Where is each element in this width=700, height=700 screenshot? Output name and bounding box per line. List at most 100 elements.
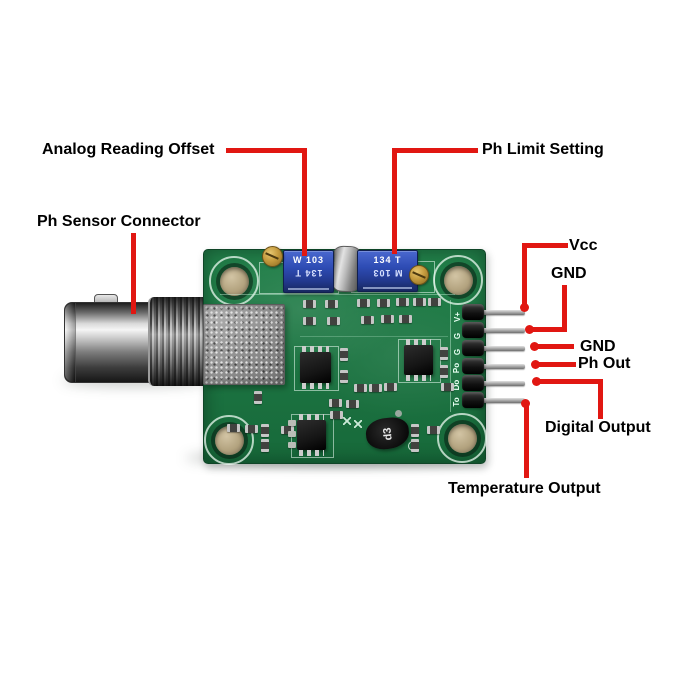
smd-component [441,383,454,391]
smd-component [227,424,240,432]
silkscreen-x-mark [343,417,351,425]
mounting-hole-core [219,266,249,296]
diode-marking: d3 [380,426,395,441]
smd-component [245,425,258,433]
callout-dot [530,342,539,351]
mounting-hole-core [447,423,477,453]
smd-component [396,298,409,306]
pot-marking: 134 T [373,255,402,265]
smd-component [357,299,370,307]
header-pin-gnd [480,328,525,333]
silkscreen-trace [450,300,451,412]
metal-shield-can [203,304,285,385]
smd-component [384,383,397,391]
potentiometer-left: W 103 134 T [283,250,334,293]
smd-component [254,391,262,404]
smd-component [427,426,440,434]
callout-dot [521,399,530,408]
mounting-hole-core [443,265,473,295]
trimmer-screw-right [409,265,429,285]
smd-component [303,317,316,325]
callout-dot [531,360,540,369]
vcc-label: Vcc [569,237,598,254]
smd-component [381,315,394,323]
pin-header-base [462,304,484,320]
smd-component [303,300,316,308]
smd-component [440,365,448,378]
callout-line-horizontal [392,148,478,153]
smd-component [413,298,426,306]
pin-header-base [462,340,484,356]
smd-component [354,384,367,392]
trimmer-screw-left [262,246,283,267]
smd-component [346,400,359,408]
gnd-label: GND [580,338,616,355]
ic-chip [300,346,331,389]
header-pin-digital-output [480,381,525,386]
temperature-output-label: Temperature Output [448,480,601,497]
digital-output-label: Digital Output [545,419,651,436]
smd-component [325,300,338,308]
callout-line-horizontal [536,379,603,384]
smd-component [411,424,419,437]
header-pin-gnd [480,346,525,351]
smd-component [369,384,382,392]
smd-component [261,424,269,437]
callout-line-vertical [524,403,529,478]
callout-dot [525,325,534,334]
callout-line-vertical [598,379,603,419]
silkscreen-trace [300,336,448,337]
pin-header-base [462,358,484,374]
smd-component [361,316,374,324]
potentiometer-right: 134 T M 103 [357,250,418,292]
callout-dot [520,303,529,312]
smd-component [327,317,340,325]
smd-pad [288,431,296,437]
callout-line-horizontal [535,362,576,367]
pin-header-base [462,392,484,408]
callout-line-vertical [131,233,136,314]
smd-component [377,299,390,307]
mounting-hole [209,256,259,306]
smd-pad [288,420,296,426]
callout-line-vertical [302,148,307,256]
silkscreen-x-mark [354,420,362,428]
header-pin-ph-out [480,364,525,369]
pot-marking: W 103 [292,255,324,265]
smd-component [399,315,412,323]
smd-pad [288,442,296,448]
mounting-hole [437,413,487,463]
callout-line-vertical [392,148,397,254]
header-pin-vcc [480,310,525,315]
mounting-hole [204,415,254,465]
callout-line-horizontal [522,243,568,248]
callout-line-horizontal [534,344,574,349]
callout-line-vertical [522,243,527,309]
smd-component [411,439,419,452]
smd-component [281,426,294,434]
mounting-hole [433,255,483,305]
callout-dot [532,377,541,386]
gnd-label: GND [551,265,587,282]
ic-chip [297,414,326,456]
ph-limit-setting-label: Ph Limit Setting [482,141,604,158]
pot-marking: 134 T [294,268,323,278]
smd-component [340,370,348,383]
smd-component [440,347,448,360]
callout-line-horizontal [529,327,567,332]
bnc-connector-barrel [64,302,152,383]
callout-line-vertical [562,285,567,332]
pin-header-base [462,322,484,338]
analog-reading-offset-label: Analog Reading Offset [42,141,215,158]
header-pin-temperature-output [480,398,525,403]
solder-pad [395,410,402,417]
silkscreen-trace [220,294,455,295]
smd-component [428,298,441,306]
smd-component [261,439,269,452]
callout-line-horizontal [226,148,307,153]
smd-component [329,399,342,407]
smd-component [340,348,348,361]
smd-component [330,411,343,419]
pin-header-base [462,375,484,391]
